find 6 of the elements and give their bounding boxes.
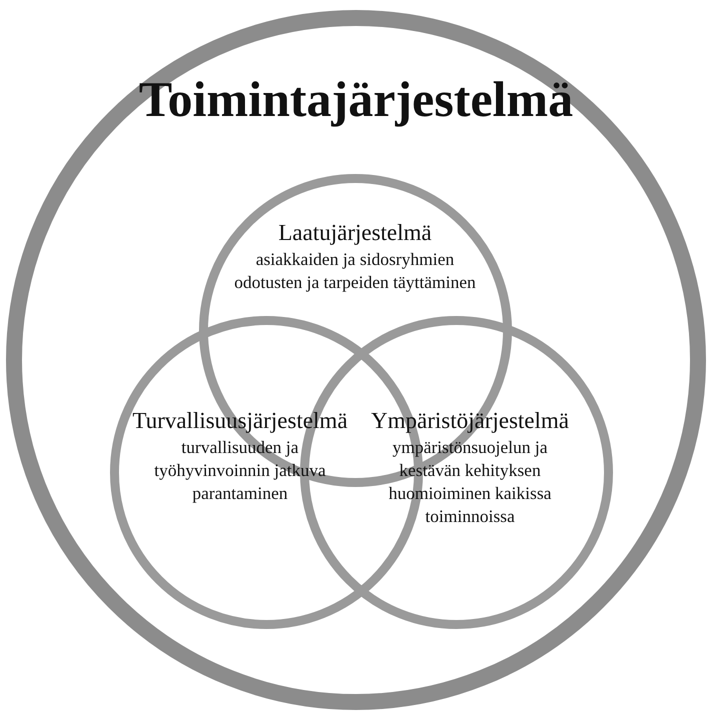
circle-description: ympäristönsuojelun ja kestävän kehityksen huomioiminen kaikissa toiminnoissa xyxy=(388,436,552,528)
title-text: Toimintajärjestelmä xyxy=(138,70,574,128)
circle-heading: Turvallisuusjärjestelmä xyxy=(132,408,348,434)
circle-description: asiakkaiden ja sidosryhmien odotusten ja tarpeiden täyttäminen xyxy=(233,248,477,294)
circle-heading: Ympäristöjärjestelmä xyxy=(371,408,569,434)
circle-heading: Laatujärjestelmä xyxy=(278,220,432,246)
